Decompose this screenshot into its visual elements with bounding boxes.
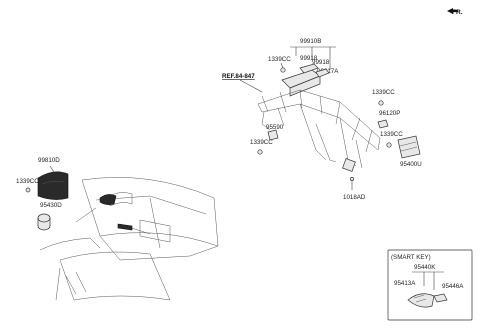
module-99810D [37,171,69,200]
screw-head-icon [350,177,354,181]
ref-label: REF.84-847 [222,73,255,80]
label-95400U: 95400U [400,161,422,168]
label-99910B: 99910B [300,38,321,45]
label-99810D: 99810D [38,157,60,164]
key-fob-slot [99,194,117,205]
label-95446A: 95446A [442,283,464,290]
bolt-icon [280,67,286,73]
smart-key-frame [387,249,473,321]
part-95590 [267,129,279,141]
label-96120P: 96120P [379,110,400,117]
label-1339CC-mid: 1339CC [250,139,273,146]
arrow-icon [447,8,458,14]
bracket-lines [412,271,444,290]
cowl-crossmember [257,89,381,172]
label-99918-a: 99918 [300,55,318,62]
smart-key-title: (SMART KEY) [391,254,431,261]
label-95590: 95590 [266,124,284,131]
part-95430D [37,213,51,231]
fr-label: FR. [452,9,463,16]
key-blade-icon [433,293,448,303]
bolt-icon [257,149,263,155]
bolt-icon [378,100,384,106]
label-95440K: 95440K [414,264,436,271]
front-direction-indicator: FR. [447,8,463,16]
bolt-icon [386,142,392,148]
leader-line [49,165,55,173]
module-95400U [397,135,421,159]
label-1339CC-right2: 1339CC [380,131,403,138]
label-1339CC-top: 1339CC [268,56,291,63]
bolt-icon [25,187,31,193]
connector-96120P [377,119,389,129]
bracket-lines [290,46,336,70]
label-95430D: 95430D [40,202,62,209]
label-1018AD: 1018AD [343,194,366,201]
label-1339CC-left: 1339CC [16,178,39,185]
label-99918-b: 99918 [312,59,330,66]
label-95413A: 95413A [394,280,416,287]
smart-key-box: (SMART KEY) 95440K 95413A 95446A [387,249,473,321]
leader-line [280,62,284,69]
dashboard-illustration [39,177,219,301]
leader-line [239,79,263,93]
label-1339CC-right: 1339CC [372,89,395,96]
